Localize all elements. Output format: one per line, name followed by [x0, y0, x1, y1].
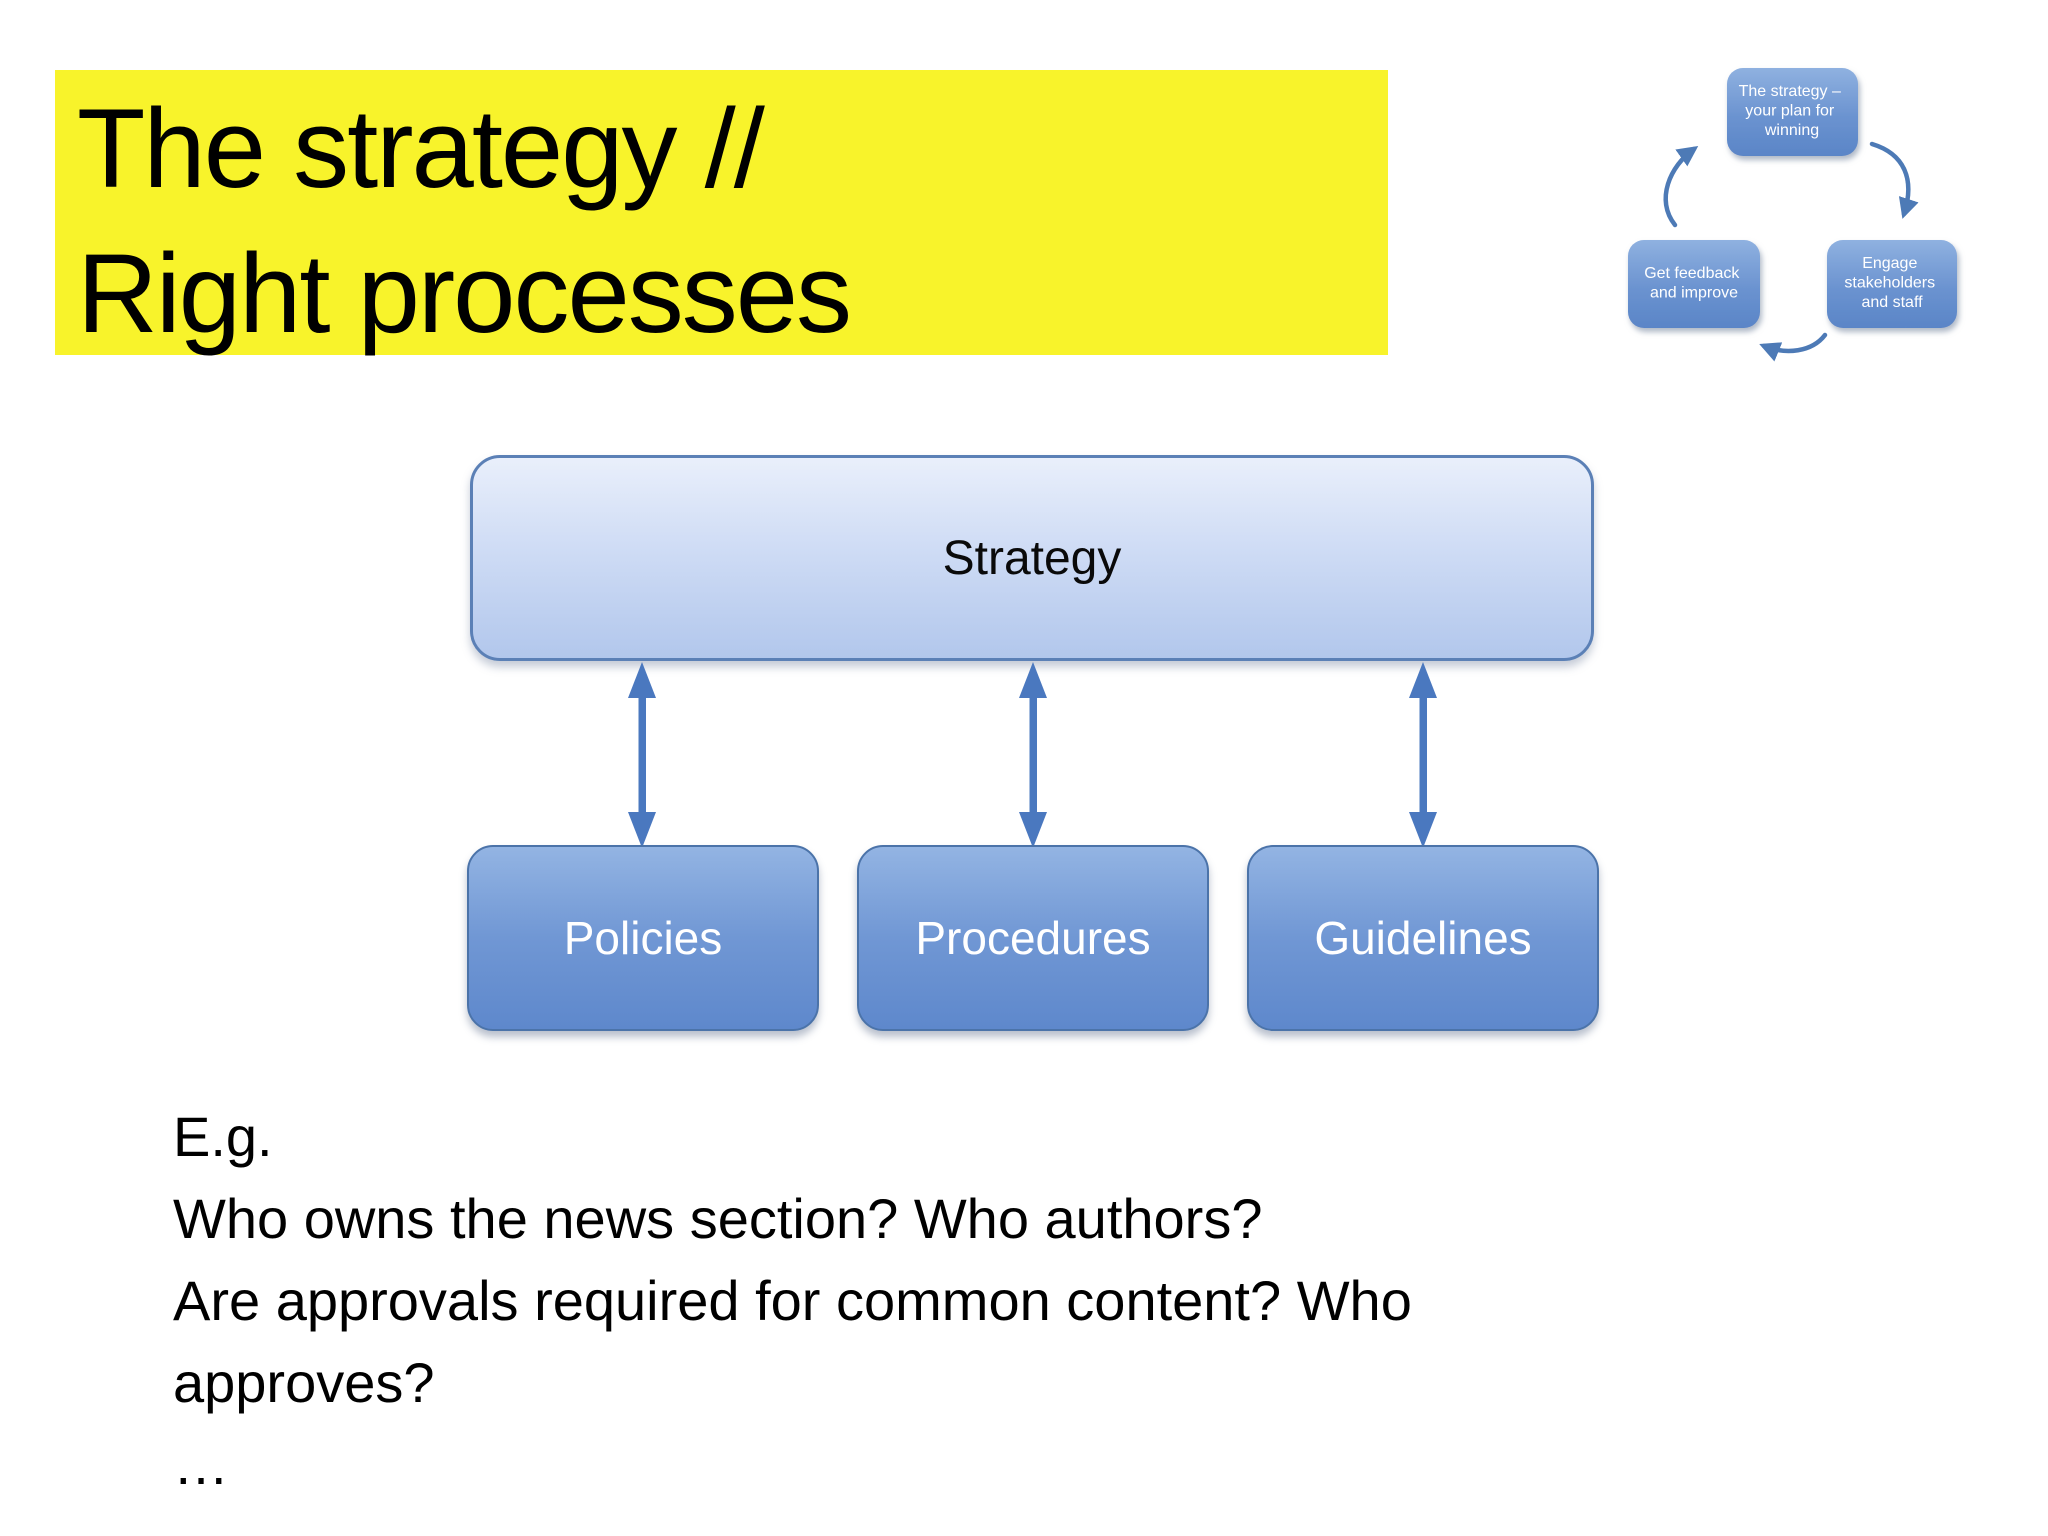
policies-label: Policies — [563, 912, 723, 964]
cycle-node-engage-label: Engage — [1862, 255, 1917, 272]
strategy-procedures-arrow-icon — [1019, 662, 1047, 848]
strategy-root-box: Strategy — [470, 455, 1594, 661]
notes-line-ellipsis: … — [173, 1433, 229, 1496]
slide-title-line-1: The strategy // — [77, 86, 765, 211]
title-banner: The strategy // Right processes — [55, 70, 1388, 356]
cycle-node-engage: Engage stakeholders and staff — [1827, 240, 1957, 328]
notes-line-owns: Who owns the news section? Who authors? — [173, 1187, 1263, 1250]
cycle-node-feedback: Get feedback and improve — [1628, 240, 1760, 328]
cycle-node-strategy: The strategy – your plan for winning — [1727, 68, 1858, 156]
cycle-arrow-strategy-to-engage-icon — [1869, 141, 1919, 219]
procedures-label: Procedures — [915, 912, 1151, 964]
guidelines-label: Guidelines — [1314, 912, 1532, 964]
svg-text:Get feedback and impro: Get feedback and improve — [1644, 265, 1744, 302]
cycle-node-feedback-label: Get feedback — [1644, 265, 1740, 282]
strategy-guidelines-arrow-icon — [1409, 662, 1437, 848]
cycle-arrow-feedback-to-strategy-icon — [1663, 146, 1699, 228]
cycle-arrow-engage-to-feedback-icon — [1759, 332, 1828, 362]
notes-line-approvals: Are approvals required for common conten… — [173, 1269, 1412, 1414]
mini-cycle-diagram: The strategy – your plan for winning Eng… — [1628, 68, 1957, 362]
example-notes: E.g. Who owns the news section? Who auth… — [173, 1096, 1673, 1506]
procedures-box: Procedures — [857, 845, 1209, 1031]
slide-title-line-2: Right processes — [77, 231, 852, 356]
cycle-node-strategy-label: The strategy – — [1739, 83, 1841, 100]
notes-line-eg: E.g. — [173, 1105, 273, 1168]
strategy-policies-arrow-icon — [628, 662, 656, 848]
svg-text:The strategy – your pl: The strategy – your plan for winning — [1739, 83, 1846, 139]
svg-text:Engage stakeholders: Engage stakeholders and staff — [1844, 255, 1939, 311]
policies-box: Policies — [467, 845, 819, 1031]
strategy-root-label: Strategy — [942, 531, 1122, 585]
guidelines-box: Guidelines — [1247, 845, 1599, 1031]
cycle-arrows — [1663, 141, 1919, 362]
